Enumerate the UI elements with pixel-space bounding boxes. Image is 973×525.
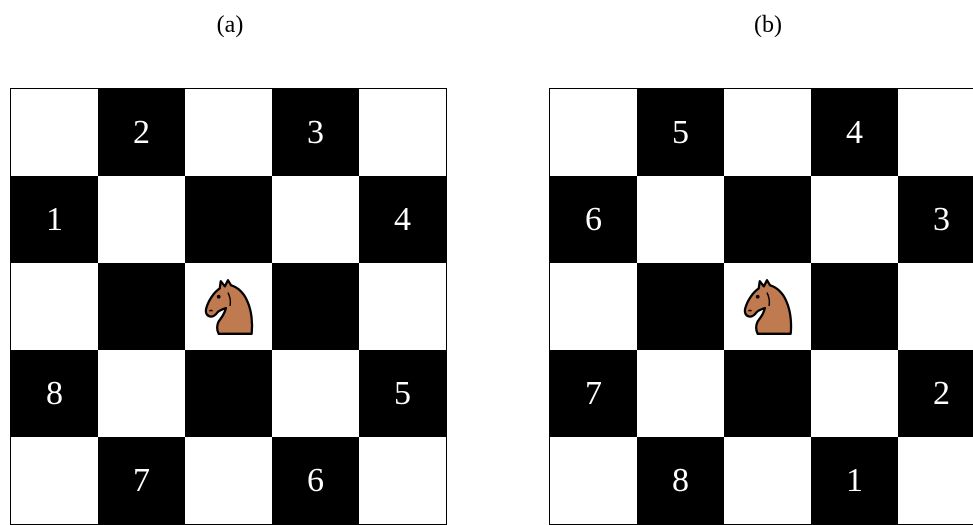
board-square bbox=[359, 437, 446, 524]
panel-label-a: (a) bbox=[200, 12, 260, 39]
move-number: 1 bbox=[11, 176, 98, 263]
board-square bbox=[811, 350, 898, 437]
move-number: 4 bbox=[811, 89, 898, 176]
board-square bbox=[550, 437, 637, 524]
move-number: 7 bbox=[98, 437, 185, 524]
move-number: 5 bbox=[359, 350, 446, 437]
board-square bbox=[724, 176, 811, 263]
board-square bbox=[272, 176, 359, 263]
board-square bbox=[724, 89, 811, 176]
board-square bbox=[98, 176, 185, 263]
knight-icon bbox=[185, 263, 272, 350]
board-square bbox=[359, 89, 446, 176]
board-square bbox=[637, 263, 724, 350]
board-square bbox=[185, 437, 272, 524]
board-square bbox=[185, 176, 272, 263]
board-square bbox=[637, 176, 724, 263]
board-square bbox=[637, 350, 724, 437]
board-square bbox=[724, 350, 811, 437]
move-number: 8 bbox=[637, 437, 724, 524]
board-square bbox=[550, 89, 637, 176]
board-square bbox=[550, 263, 637, 350]
board-square bbox=[359, 263, 446, 350]
move-number: 1 bbox=[811, 437, 898, 524]
move-number: 4 bbox=[359, 176, 446, 263]
board-square bbox=[272, 263, 359, 350]
board-square bbox=[898, 89, 973, 176]
board-square bbox=[11, 263, 98, 350]
board-square bbox=[185, 89, 272, 176]
board-square bbox=[898, 263, 973, 350]
board-square bbox=[11, 89, 98, 176]
knight-icon bbox=[724, 263, 811, 350]
move-number: 7 bbox=[550, 350, 637, 437]
board-square bbox=[898, 437, 973, 524]
board-square bbox=[724, 437, 811, 524]
board-square bbox=[11, 437, 98, 524]
move-number: 8 bbox=[11, 350, 98, 437]
move-number: 6 bbox=[550, 176, 637, 263]
board-square bbox=[185, 350, 272, 437]
board-square bbox=[811, 176, 898, 263]
move-number: 3 bbox=[898, 176, 973, 263]
move-number: 5 bbox=[637, 89, 724, 176]
panel-label-b: (b) bbox=[738, 12, 798, 39]
move-number: 3 bbox=[272, 89, 359, 176]
move-number: 2 bbox=[98, 89, 185, 176]
move-number: 6 bbox=[272, 437, 359, 524]
board-square bbox=[811, 263, 898, 350]
board-square bbox=[272, 350, 359, 437]
move-number: 2 bbox=[898, 350, 973, 437]
board-square bbox=[98, 263, 185, 350]
board-square bbox=[98, 350, 185, 437]
